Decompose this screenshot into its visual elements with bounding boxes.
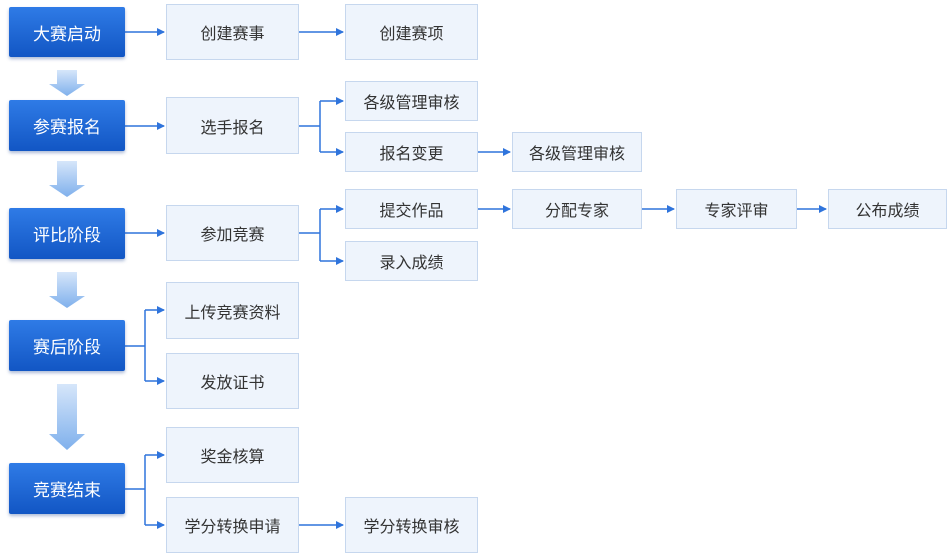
- step-create-item: 创建赛项: [345, 4, 478, 60]
- step-upload-materials: 上传竞赛资料: [166, 282, 299, 339]
- step-join-competition: 参加竞赛: [166, 205, 299, 261]
- step-submit-work: 提交作品: [345, 189, 478, 229]
- stage-registration: 参赛报名: [9, 100, 125, 151]
- step-bonus-accounting: 奖金核算: [166, 427, 299, 483]
- step-assign-expert: 分配专家: [512, 189, 642, 229]
- step-issue-certificate: 发放证书: [166, 353, 299, 409]
- down-arrow-2: [49, 161, 85, 197]
- step-expert-review: 专家评审: [676, 189, 797, 229]
- step-credit-transfer-apply: 学分转换申请: [166, 497, 299, 553]
- step-signup-change: 报名变更: [345, 132, 478, 172]
- step-player-signup: 选手报名: [166, 97, 299, 154]
- step-credit-transfer-review: 学分转换审核: [345, 497, 478, 553]
- down-arrow-1: [49, 70, 85, 96]
- stage-post-contest: 赛后阶段: [9, 320, 125, 371]
- step-publish-score: 公布成绩: [828, 189, 947, 229]
- down-arrow-4: [49, 384, 85, 450]
- stage-contest-end: 竞赛结束: [9, 463, 125, 514]
- stage-evaluation: 评比阶段: [9, 208, 125, 259]
- down-arrow-3: [49, 272, 85, 308]
- step-create-contest: 创建赛事: [166, 4, 299, 60]
- step-level-review-change: 各级管理审核: [512, 132, 642, 172]
- stage-contest-start: 大赛启动: [9, 7, 125, 57]
- step-level-review-signup: 各级管理审核: [345, 81, 478, 121]
- step-enter-score: 录入成绩: [345, 241, 478, 281]
